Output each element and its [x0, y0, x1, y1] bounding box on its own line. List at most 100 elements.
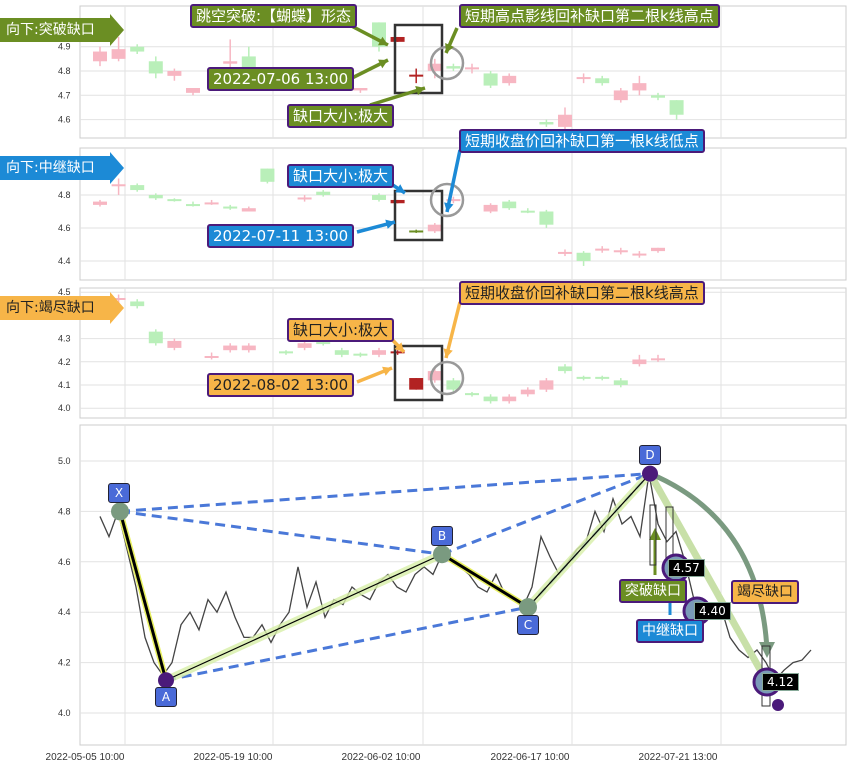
pattern-leg [441, 552, 529, 609]
candle-body [260, 168, 275, 182]
candle-body [502, 396, 517, 402]
candle-body [372, 195, 386, 200]
point-a-label: A [155, 687, 177, 707]
candle-body [595, 248, 610, 251]
callout-arrow [369, 86, 426, 107]
candle-body [558, 366, 572, 372]
candle-body [613, 250, 628, 253]
candle-body [279, 351, 293, 354]
candle-body [167, 340, 182, 348]
candle-body [483, 73, 498, 86]
gap-time-callout: 2022-08-02 13:00 [207, 373, 355, 397]
y-tick-label: 4.2 [58, 658, 71, 668]
candle-body [632, 83, 647, 91]
candle-body [427, 63, 442, 71]
candle-body [148, 331, 163, 344]
y-tick-label: 4.4 [58, 256, 71, 266]
candle-body [148, 61, 163, 74]
y-tick-label: 4.0 [58, 708, 71, 718]
point-d-label: D [639, 445, 661, 465]
candle-body [539, 380, 554, 390]
candle-body [409, 378, 424, 390]
callout-arrow [445, 149, 462, 213]
candle-body [613, 90, 628, 101]
gap-size-callout: 缺口大小:极大 [287, 318, 395, 342]
candle-body [372, 350, 386, 355]
candle-body [520, 389, 535, 395]
candle-body [186, 88, 200, 93]
candle-body [93, 51, 107, 62]
gap-size-callout: 缺口大小:极大 [287, 104, 395, 128]
y-tick-label: 4.9 [58, 42, 71, 52]
candle-body [390, 199, 405, 204]
candle-body [353, 88, 368, 91]
candle-body [576, 252, 591, 261]
candle-body [651, 358, 665, 361]
fill-point-circle [429, 360, 465, 396]
side-label-exhaustion: 向下:竭尽缺口 [0, 292, 124, 324]
candle-body [427, 224, 442, 232]
pattern-dashed-line [119, 509, 443, 556]
side-label-breakaway: 向下:突破缺口 [0, 14, 124, 46]
side-label-runaway: 向下:中继缺口 [0, 152, 124, 184]
y-tick-label: 5.0 [58, 456, 71, 466]
gap-highlight-box [393, 344, 444, 402]
arrow-head-icon [444, 202, 454, 212]
pattern-point-marker [158, 672, 174, 689]
candle-body [632, 359, 647, 365]
candle-body [316, 191, 331, 195]
pattern-point-marker [642, 465, 658, 482]
candle-body [465, 67, 479, 70]
pattern-dashed-line [441, 472, 651, 556]
arrow-head-icon [382, 366, 392, 376]
candle-body [632, 253, 647, 256]
candle-body [502, 75, 517, 84]
y-tick-label: 4.8 [58, 506, 71, 516]
candle-body [167, 71, 182, 76]
candle-body [353, 353, 368, 356]
exhaustion-gap-value: 4.12 [762, 673, 799, 691]
y-tick-label: 4.1 [58, 380, 71, 390]
candle-body [539, 211, 554, 225]
candle-body [669, 100, 684, 115]
point-b-label: B [431, 526, 453, 546]
candle-body [576, 77, 591, 80]
y-tick-label: 4.8 [58, 190, 71, 200]
candle-body [483, 204, 498, 212]
end-point-marker [772, 699, 784, 711]
y-tick-label: 4.6 [58, 557, 71, 567]
exhaustion-gap-label: 竭尽缺口 [731, 580, 799, 604]
candle-body [111, 49, 126, 59]
candle-body [93, 201, 107, 205]
arrow-head-icon [443, 348, 453, 358]
y-tick-label: 4.7 [58, 90, 71, 100]
candle-body [483, 396, 498, 402]
candle-body [167, 199, 182, 202]
breakaway-gap-label: 突破缺口 [619, 579, 687, 603]
pattern-point-marker [433, 545, 451, 564]
candle-body [409, 74, 424, 77]
candle-body [130, 46, 145, 52]
pattern-leg [118, 511, 168, 681]
candle-body [409, 230, 424, 233]
candle-body [223, 61, 238, 64]
pattern-dashed-line [119, 472, 651, 513]
fill-note-callout: 短期收盘价回补缺口第一根k线低点 [459, 129, 705, 153]
arrow-head-icon [445, 43, 454, 53]
x-tick-label: 2022-05-05 10:00 [46, 752, 125, 763]
candle-body [446, 199, 461, 202]
point-c-label: C [517, 615, 539, 635]
y-tick-label: 4.5 [58, 287, 71, 297]
arrow-head-icon [415, 86, 425, 96]
breakaway-gap-value: 4.57 [668, 559, 705, 577]
main-chart-frame [79, 424, 847, 746]
candle-body [223, 345, 238, 351]
y-tick-label: 4.6 [58, 223, 71, 233]
candle-body [576, 376, 591, 379]
pattern-dashed-line [165, 605, 529, 682]
pattern-point-marker [519, 598, 537, 617]
curved-arrow [649, 471, 770, 651]
y-tick-label: 4.0 [58, 403, 71, 413]
x-tick-label: 2022-07-21 13:00 [639, 752, 718, 763]
arrow-head-icon [378, 59, 388, 69]
